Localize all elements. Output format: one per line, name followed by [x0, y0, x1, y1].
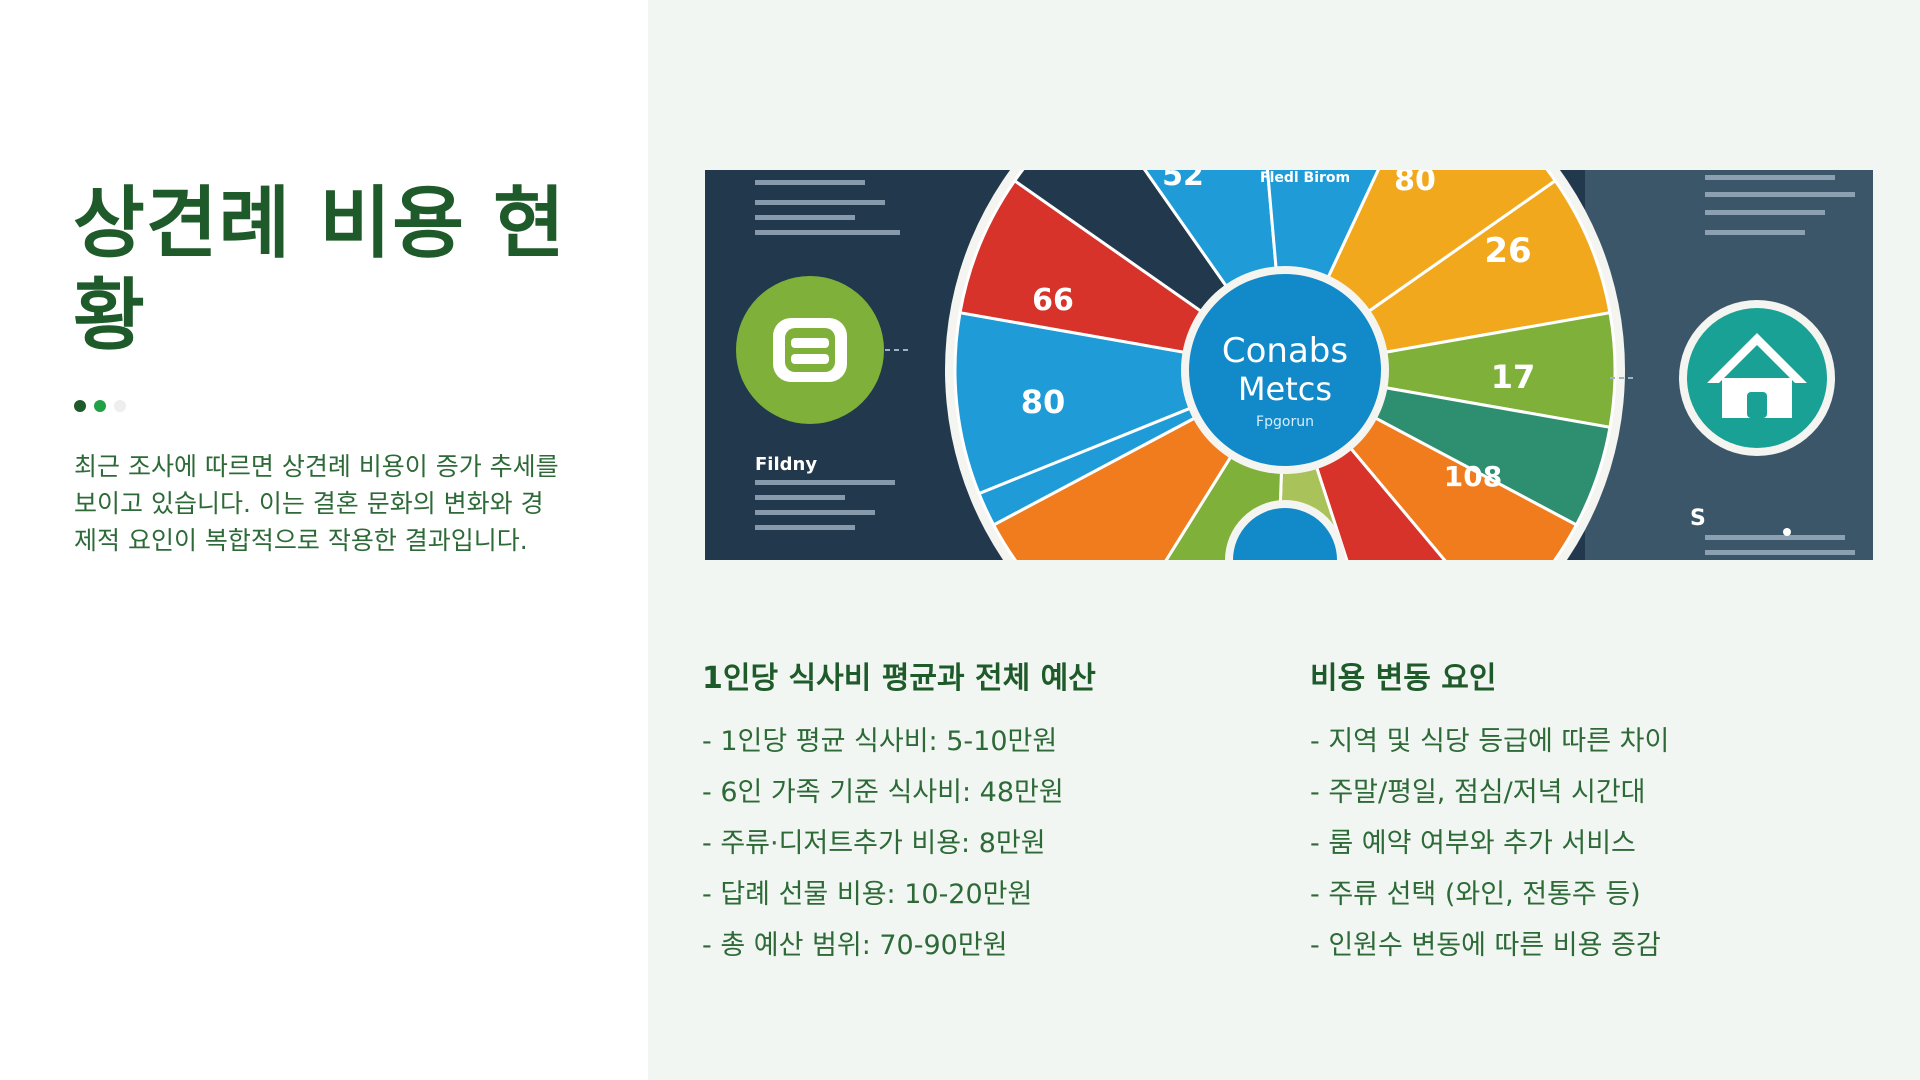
meal-budget-list: - 1인당 평균 식사비: 5-10만원 - 6인 가족 기준 식사비: 48만…: [702, 716, 1262, 971]
hero-top-label: Fledl Birom: [1260, 170, 1350, 186]
home-icon: [1707, 333, 1807, 418]
left-panel: 상견례 비용 현황 최근 조사에 따르면 상견례 비용이 증가 추세를 보이고 …: [0, 0, 648, 1080]
slice-label-7: 66: [1032, 283, 1074, 318]
cost-factors-list: - 지역 및 식당 등급에 따른 차이 - 주말/평일, 점심/저녁 시간대 -…: [1310, 716, 1870, 971]
list-item: - 주류 선택 (와인, 전통주 등): [1310, 879, 1641, 910]
dot-1: [74, 400, 86, 412]
section-heading-meal-budget: 1인당 식사비 평균과 전체 예산: [702, 661, 1096, 696]
dot-2: [94, 400, 106, 412]
dot-3: [114, 400, 126, 412]
section-cost-factors: 비용 변동 요인 - 지역 및 식당 등급에 따른 차이 - 주말/평일, 점심…: [1310, 656, 1870, 971]
hero-side-label: Fildny: [755, 454, 817, 475]
slice-label-6: 80: [1021, 383, 1066, 421]
slice-label-2: 80: [1394, 170, 1436, 198]
slice-label-4: 17: [1491, 358, 1536, 396]
hub-line-2: Metcs: [1238, 370, 1332, 408]
intro-text: 최근 조사에 따르면 상견례 비용이 증가 추세를 보이고 있습니다. 이는 결…: [74, 452, 559, 555]
slice-label-5: 108: [1444, 460, 1502, 493]
page-title: 상견례 비용 현황: [73, 179, 566, 361]
progress-dots: [74, 400, 126, 412]
section-heading-cost-factors: 비용 변동 요인: [1310, 661, 1497, 696]
list-item: - 1인당 평균 식사비: 5-10만원: [702, 726, 1058, 757]
slice-label-3: 26: [1484, 231, 1531, 271]
hub-line-1: Conabs: [1222, 331, 1348, 371]
list-item: - 지역 및 식당 등급에 따른 차이: [1310, 726, 1670, 757]
list-item: - 6인 가족 기준 식사비: 48만원: [702, 777, 1064, 808]
list-item: - 룸 예약 여부와 추가 서비스: [1310, 828, 1636, 859]
hero-infographic-image: Fildny S 52 80 26 17 108 80 66 Fledl Bir…: [705, 170, 1873, 560]
list-item: - 총 예산 범위: 70-90만원: [702, 930, 1008, 961]
list-item: - 인원수 변동에 따른 비용 증감: [1310, 930, 1661, 961]
section-meal-budget: 1인당 식사비 평균과 전체 예산 - 1인당 평균 식사비: 5-10만원 -…: [702, 656, 1262, 971]
list-item: - 주말/평일, 점심/저녁 시간대: [1310, 777, 1646, 808]
hub-line-3: Fpgorun: [1256, 414, 1314, 430]
list-item: - 주류·디저트추가 비용: 8만원: [702, 828, 1046, 859]
list-item: - 답례 선물 비용: 10-20만원: [702, 879, 1033, 910]
hero-corner-mark: S: [1690, 506, 1706, 531]
slice-label-1: 52: [1162, 170, 1204, 193]
